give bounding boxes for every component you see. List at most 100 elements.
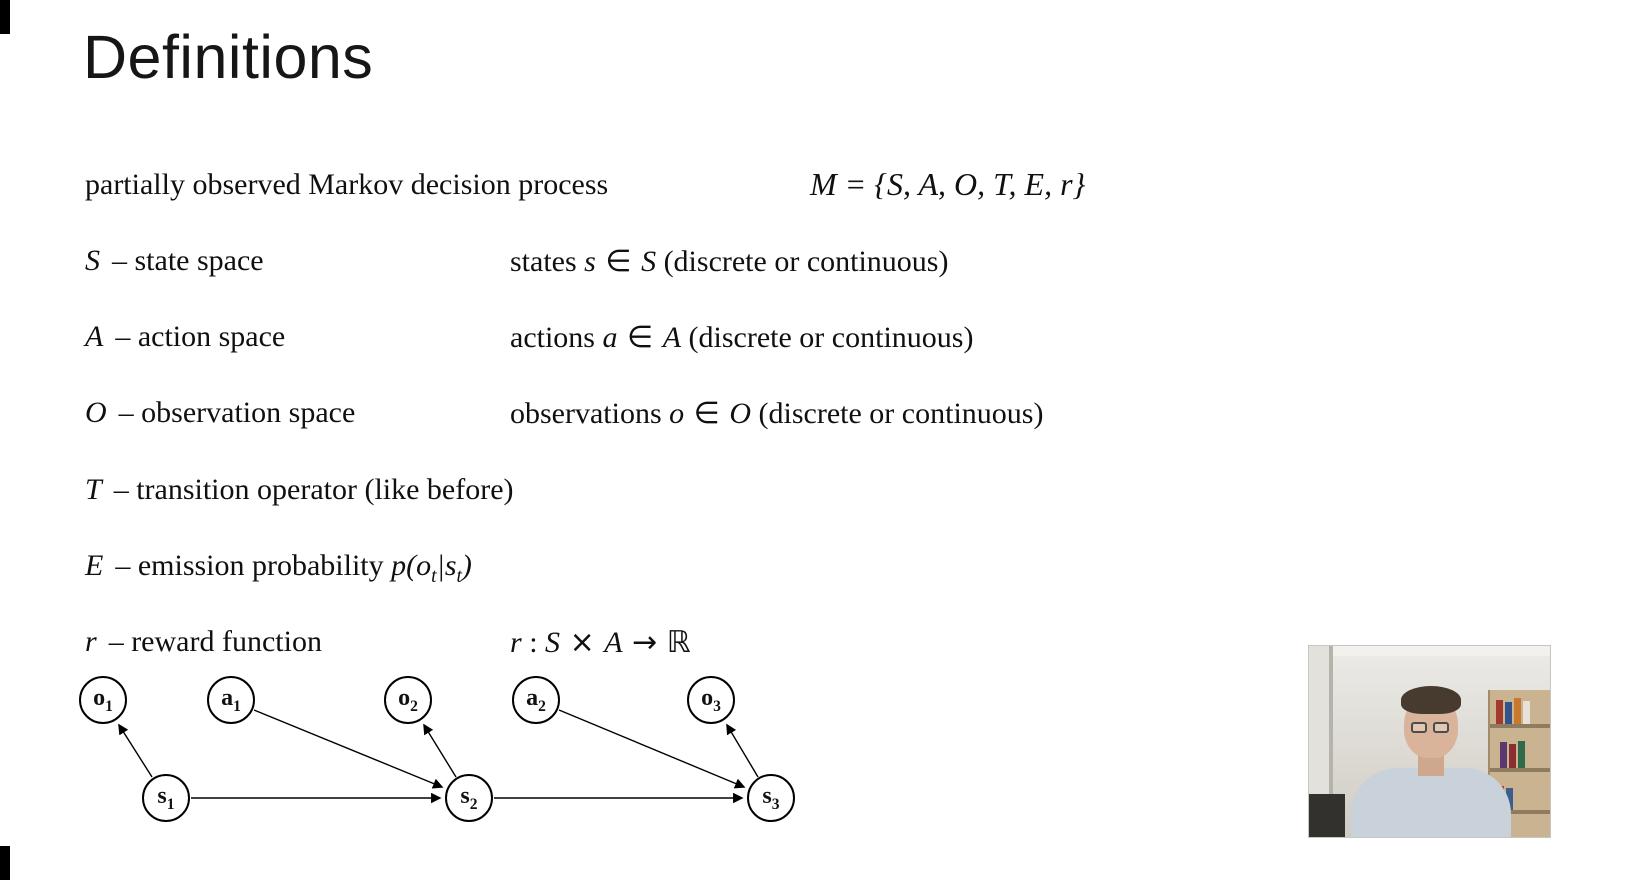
node-label: s	[762, 782, 772, 809]
webcam-dark-corner	[1309, 794, 1345, 837]
node-subscript: 3	[771, 795, 780, 813]
books-row	[1494, 696, 1550, 724]
states-var: s	[584, 245, 596, 278]
book-spine	[1500, 742, 1507, 768]
video-edge-artifact-bottom-left	[0, 846, 10, 880]
slide-title: Definitions	[83, 23, 374, 91]
actions-set: A	[662, 321, 682, 354]
book-spine	[1518, 741, 1525, 768]
actions-pre: actions	[510, 321, 603, 354]
observations-post: (discrete or continuous)	[751, 397, 1044, 430]
actions-var: a	[602, 321, 618, 354]
element-of-symbol: ∈	[595, 244, 642, 279]
node-subscript: 2	[538, 697, 546, 715]
definition-row-observation-space: O – observation space	[85, 396, 355, 430]
emission-math-post: )	[461, 549, 472, 582]
states-set: S	[641, 245, 657, 278]
state-space-symbol: S	[85, 244, 100, 277]
emission-math-pre: p(o	[391, 549, 432, 582]
graph-node-s1: s1	[142, 774, 190, 822]
book-spine	[1496, 700, 1503, 724]
webcam-door-panel	[1309, 646, 1329, 837]
definition-detail-actions: actions a ∈ A (discrete or continuous)	[510, 320, 973, 355]
book-spine	[1523, 701, 1530, 724]
states-pre: states	[510, 245, 585, 278]
node-label: s	[157, 782, 167, 809]
webcam-presenter	[1309, 646, 1550, 837]
node-subscript: 1	[105, 697, 113, 715]
reward-var: r	[510, 626, 522, 659]
book-spine	[1514, 698, 1521, 724]
reward-domain-s: S	[545, 626, 561, 659]
reward-domain-a: A	[604, 626, 623, 659]
graph-node-s3: s3	[747, 774, 795, 822]
webcam-door-frame	[1329, 646, 1333, 837]
emission-math-sub1: t	[431, 566, 437, 587]
arrow-symbol: →	[622, 625, 667, 660]
transition-operator-symbol: T	[85, 473, 102, 506]
definition-row-reward-function: r – reward function	[85, 625, 322, 659]
node-subscript: 1	[233, 697, 241, 715]
reward-colon: :	[521, 626, 546, 659]
glasses-lens	[1433, 722, 1449, 733]
element-of-symbol: ∈	[617, 320, 663, 355]
graph-node-s2: s2	[445, 774, 493, 822]
edge-s3-o3	[726, 723, 759, 778]
webcam-ceiling-line	[1309, 646, 1550, 656]
reward-label: – reward function	[108, 625, 322, 658]
action-space-label: – action space	[115, 320, 286, 353]
video-edge-artifact-top-left	[0, 0, 10, 34]
glasses-lens	[1411, 722, 1427, 733]
node-label: o	[701, 684, 714, 711]
emission-label: – emission probability	[115, 549, 384, 582]
transition-operator-label: – transition operator (like before)	[113, 473, 514, 506]
webcam-video-overlay	[1308, 645, 1551, 838]
node-subscript: 3	[713, 697, 721, 715]
observations-pre: observations	[510, 397, 670, 430]
node-label: a	[221, 684, 234, 711]
shelf-plank	[1490, 810, 1550, 814]
node-subscript: 1	[166, 795, 175, 813]
edge-s1-o1	[118, 723, 153, 778]
definition-detail-states: states s ∈ S (discrete or continuous)	[510, 244, 948, 279]
emission-symbol: E	[85, 549, 104, 582]
states-post: (discrete or continuous)	[656, 245, 949, 278]
presenter-hair	[1401, 686, 1461, 714]
node-label: s	[460, 782, 470, 809]
definition-row-state-space: S – state space	[85, 244, 264, 278]
definition-detail-observations: observations o ∈ O (discrete or continuo…	[510, 396, 1043, 431]
edge-s2-o2	[423, 723, 457, 778]
intro-text: partially observed Markov decision proce…	[85, 168, 608, 202]
node-subscript: 2	[410, 697, 418, 715]
action-space-symbol: A	[85, 320, 104, 353]
definition-row-action-space: A – action space	[85, 320, 285, 354]
reward-function-signature: r : S × A → ℝ	[510, 625, 691, 660]
presenter-glasses	[1411, 722, 1451, 733]
observation-space-label: – observation space	[118, 396, 356, 429]
observations-var: o	[669, 397, 685, 430]
observation-space-symbol: O	[85, 396, 107, 429]
times-symbol: ×	[560, 625, 605, 660]
emission-math-mid: |s	[436, 549, 457, 582]
reward-symbol: r	[85, 625, 97, 658]
shelf-plank	[1490, 724, 1550, 728]
node-subscript: 2	[469, 795, 478, 813]
emission-math-sub2: t	[456, 566, 462, 587]
presenter-shirt	[1351, 768, 1511, 837]
real-numbers-symbol: ℝ	[666, 625, 691, 660]
node-label: o	[398, 684, 411, 711]
definition-row-emission-probability: E– emission probability p(ot|st)	[85, 549, 472, 588]
book-spine	[1505, 702, 1512, 724]
graph-node-a1: a1	[207, 676, 255, 724]
pomdp-tuple-formula: M = {S, A, O, T, E, r}	[810, 166, 1086, 202]
graph-node-a2: a2	[512, 676, 560, 724]
observations-set: O	[729, 397, 752, 430]
shelf-plank	[1490, 768, 1550, 772]
definition-row-transition-operator: T – transition operator (like before)	[85, 473, 514, 507]
graph-node-o3: o3	[687, 676, 735, 724]
books-row	[1494, 738, 1550, 768]
graph-node-o2: o2	[384, 676, 432, 724]
book-spine	[1509, 744, 1516, 768]
state-space-label: – state space	[112, 244, 264, 277]
